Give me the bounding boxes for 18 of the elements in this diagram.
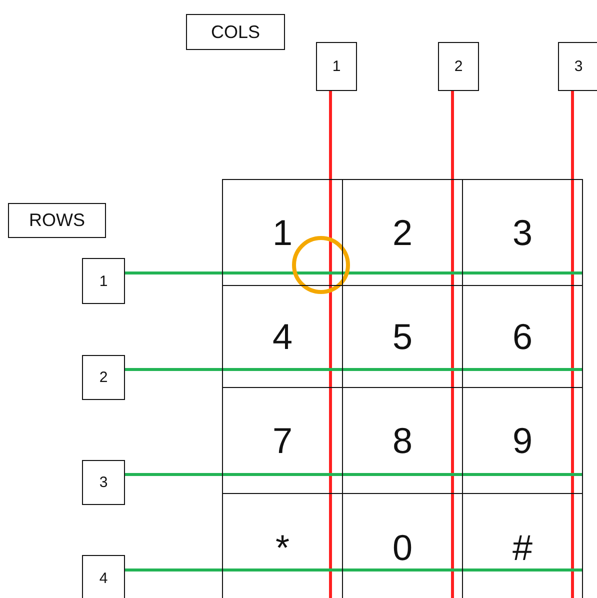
row-wire (125, 368, 583, 371)
row-wire (125, 568, 583, 572)
pin-box: 2 (82, 355, 125, 400)
pin-box: 4 (82, 555, 125, 598)
pin-box: 3 (82, 460, 125, 505)
column-wire (571, 91, 574, 598)
keypad-key: 3 (462, 179, 583, 286)
row-wire (125, 272, 583, 274)
label-box: COLS (186, 14, 285, 50)
keypad-key: 1 (222, 179, 343, 286)
column-wire (329, 91, 332, 598)
row-wire (125, 473, 583, 476)
pin-box: 1 (82, 258, 125, 304)
pin-box: 2 (438, 42, 479, 91)
column-wire (451, 91, 454, 598)
pin-box: 3 (558, 42, 597, 91)
pin-box: 1 (316, 42, 357, 91)
label-box: ROWS (8, 203, 106, 238)
